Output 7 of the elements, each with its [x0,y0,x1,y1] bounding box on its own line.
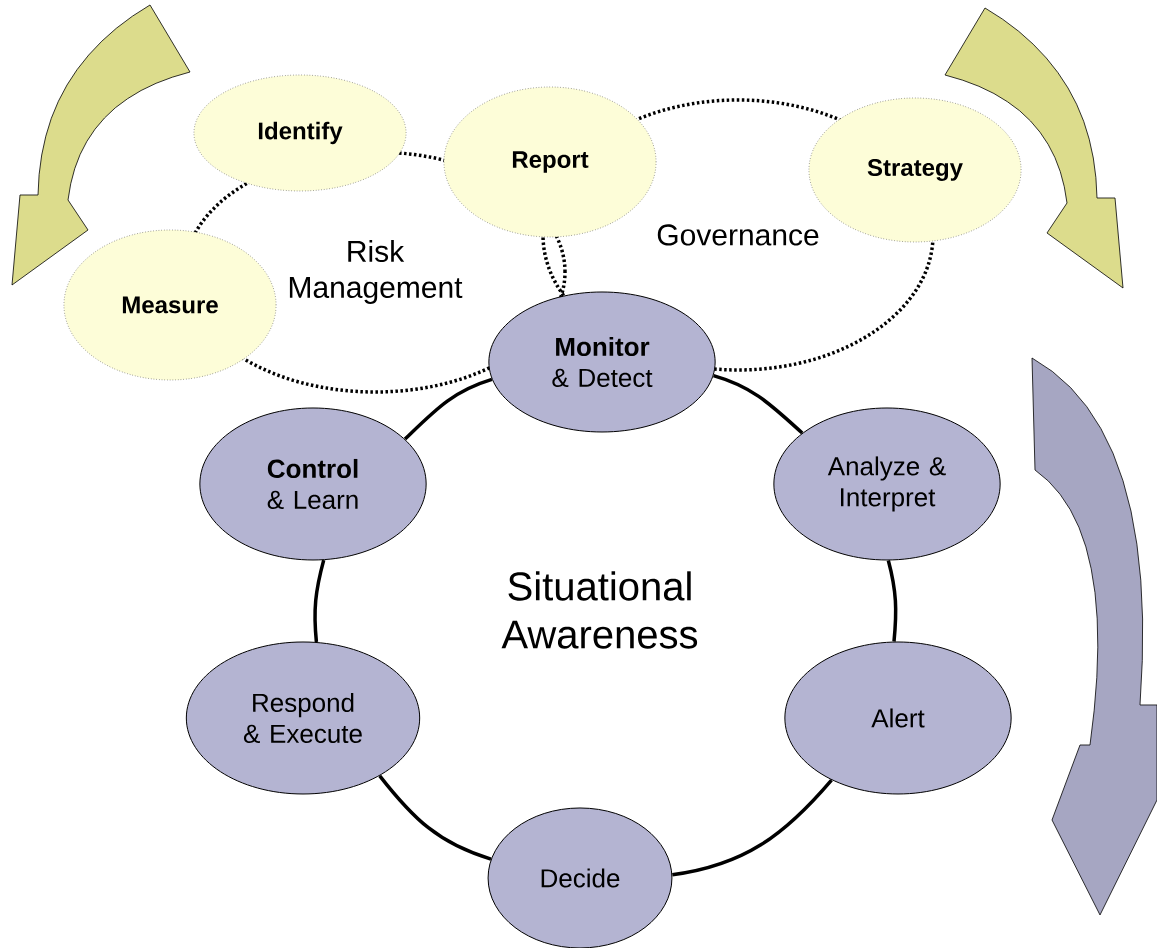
ring-line [313,559,326,643]
ring-line [672,778,833,877]
ring-line [378,774,492,861]
center-title: Situational Awareness [501,571,698,649]
ring-line [712,374,804,435]
ring-line [886,560,898,642]
ring-line [403,377,493,441]
